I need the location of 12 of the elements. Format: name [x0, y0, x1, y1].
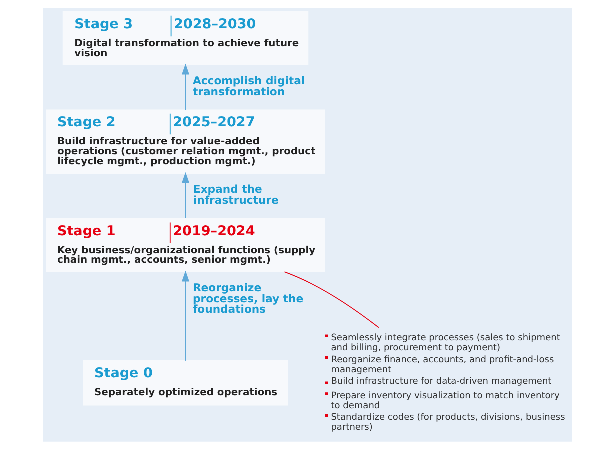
node-box: Stage 1 2019–2024 Key business/organizational functions (supply chain mgmt., accounts, senior mgmt.) [46, 218, 325, 272]
arrow [181, 64, 190, 111]
edge-label: Accomplish digital transformation [192, 74, 305, 98]
edge-label: Expand the infrastructure [192, 183, 278, 207]
node-box: Stage 2 2025–2027 Build infrastructure for value-added operations (customer relation mgmt., product lifecycle mgmt., production mgmt.) [46, 110, 325, 174]
node-box: Stage 0 Separately optimized operations [82, 360, 288, 406]
arrow [181, 172, 190, 219]
arrow [181, 270, 190, 362]
connector [284, 272, 379, 328]
edge-label: Reorganize processes, lay the foundations [192, 282, 304, 316]
node-text: Seamlessly integrate processes (sales to shipment and billing, procurement to payment) Reorganize finance, accounts, and profit-and-loss management Build infrastructure for data-driven management Prepare inventory visualization to match inventory to demand Standardize codes (for products, divisions, business partners) [330, 334, 565, 434]
node-box: Stage 3 2028–2030 Digital transformation to achieve future vision [62, 11, 308, 66]
